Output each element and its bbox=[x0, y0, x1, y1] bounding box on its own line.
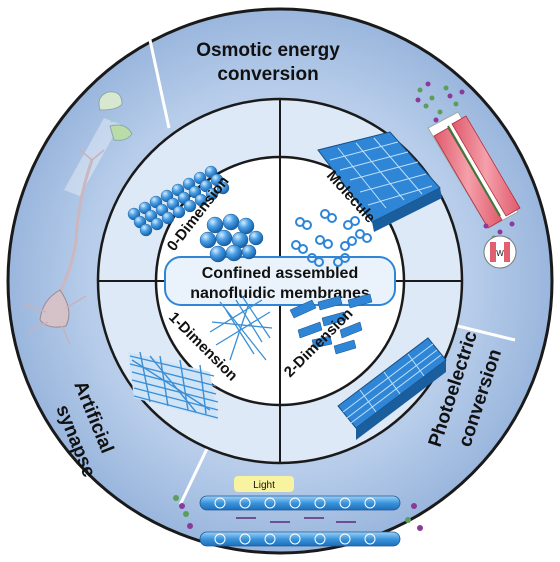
zero-dimension-sphere-cluster bbox=[199, 213, 264, 263]
molecule-hexagon-sheet bbox=[317, 131, 442, 232]
width-symbol: W bbox=[496, 249, 504, 258]
one-dimension-fiber-mat bbox=[128, 351, 219, 420]
zero-dimension-sphere-lattice bbox=[127, 165, 230, 237]
neuron-illustration bbox=[23, 91, 133, 345]
osmotic-channel-illustration: W bbox=[415, 81, 521, 269]
photo-channel-illustration: Light bbox=[173, 476, 423, 547]
center-title-line2: nanofluidic membranes bbox=[190, 285, 370, 302]
light-label: Light bbox=[253, 480, 275, 491]
molecule-scatter bbox=[291, 209, 372, 267]
two-dimension-flakes bbox=[289, 293, 373, 355]
center-label-box bbox=[164, 256, 396, 306]
two-dimension-brick-stack bbox=[337, 337, 447, 440]
center-title-line1: Confined assembled bbox=[202, 265, 358, 282]
app-label-osmotic-line2: conversion bbox=[217, 64, 318, 85]
app-label-osmotic-line1: Osmotic energy bbox=[196, 40, 340, 61]
one-dimension-scattered-fibers bbox=[209, 295, 273, 361]
